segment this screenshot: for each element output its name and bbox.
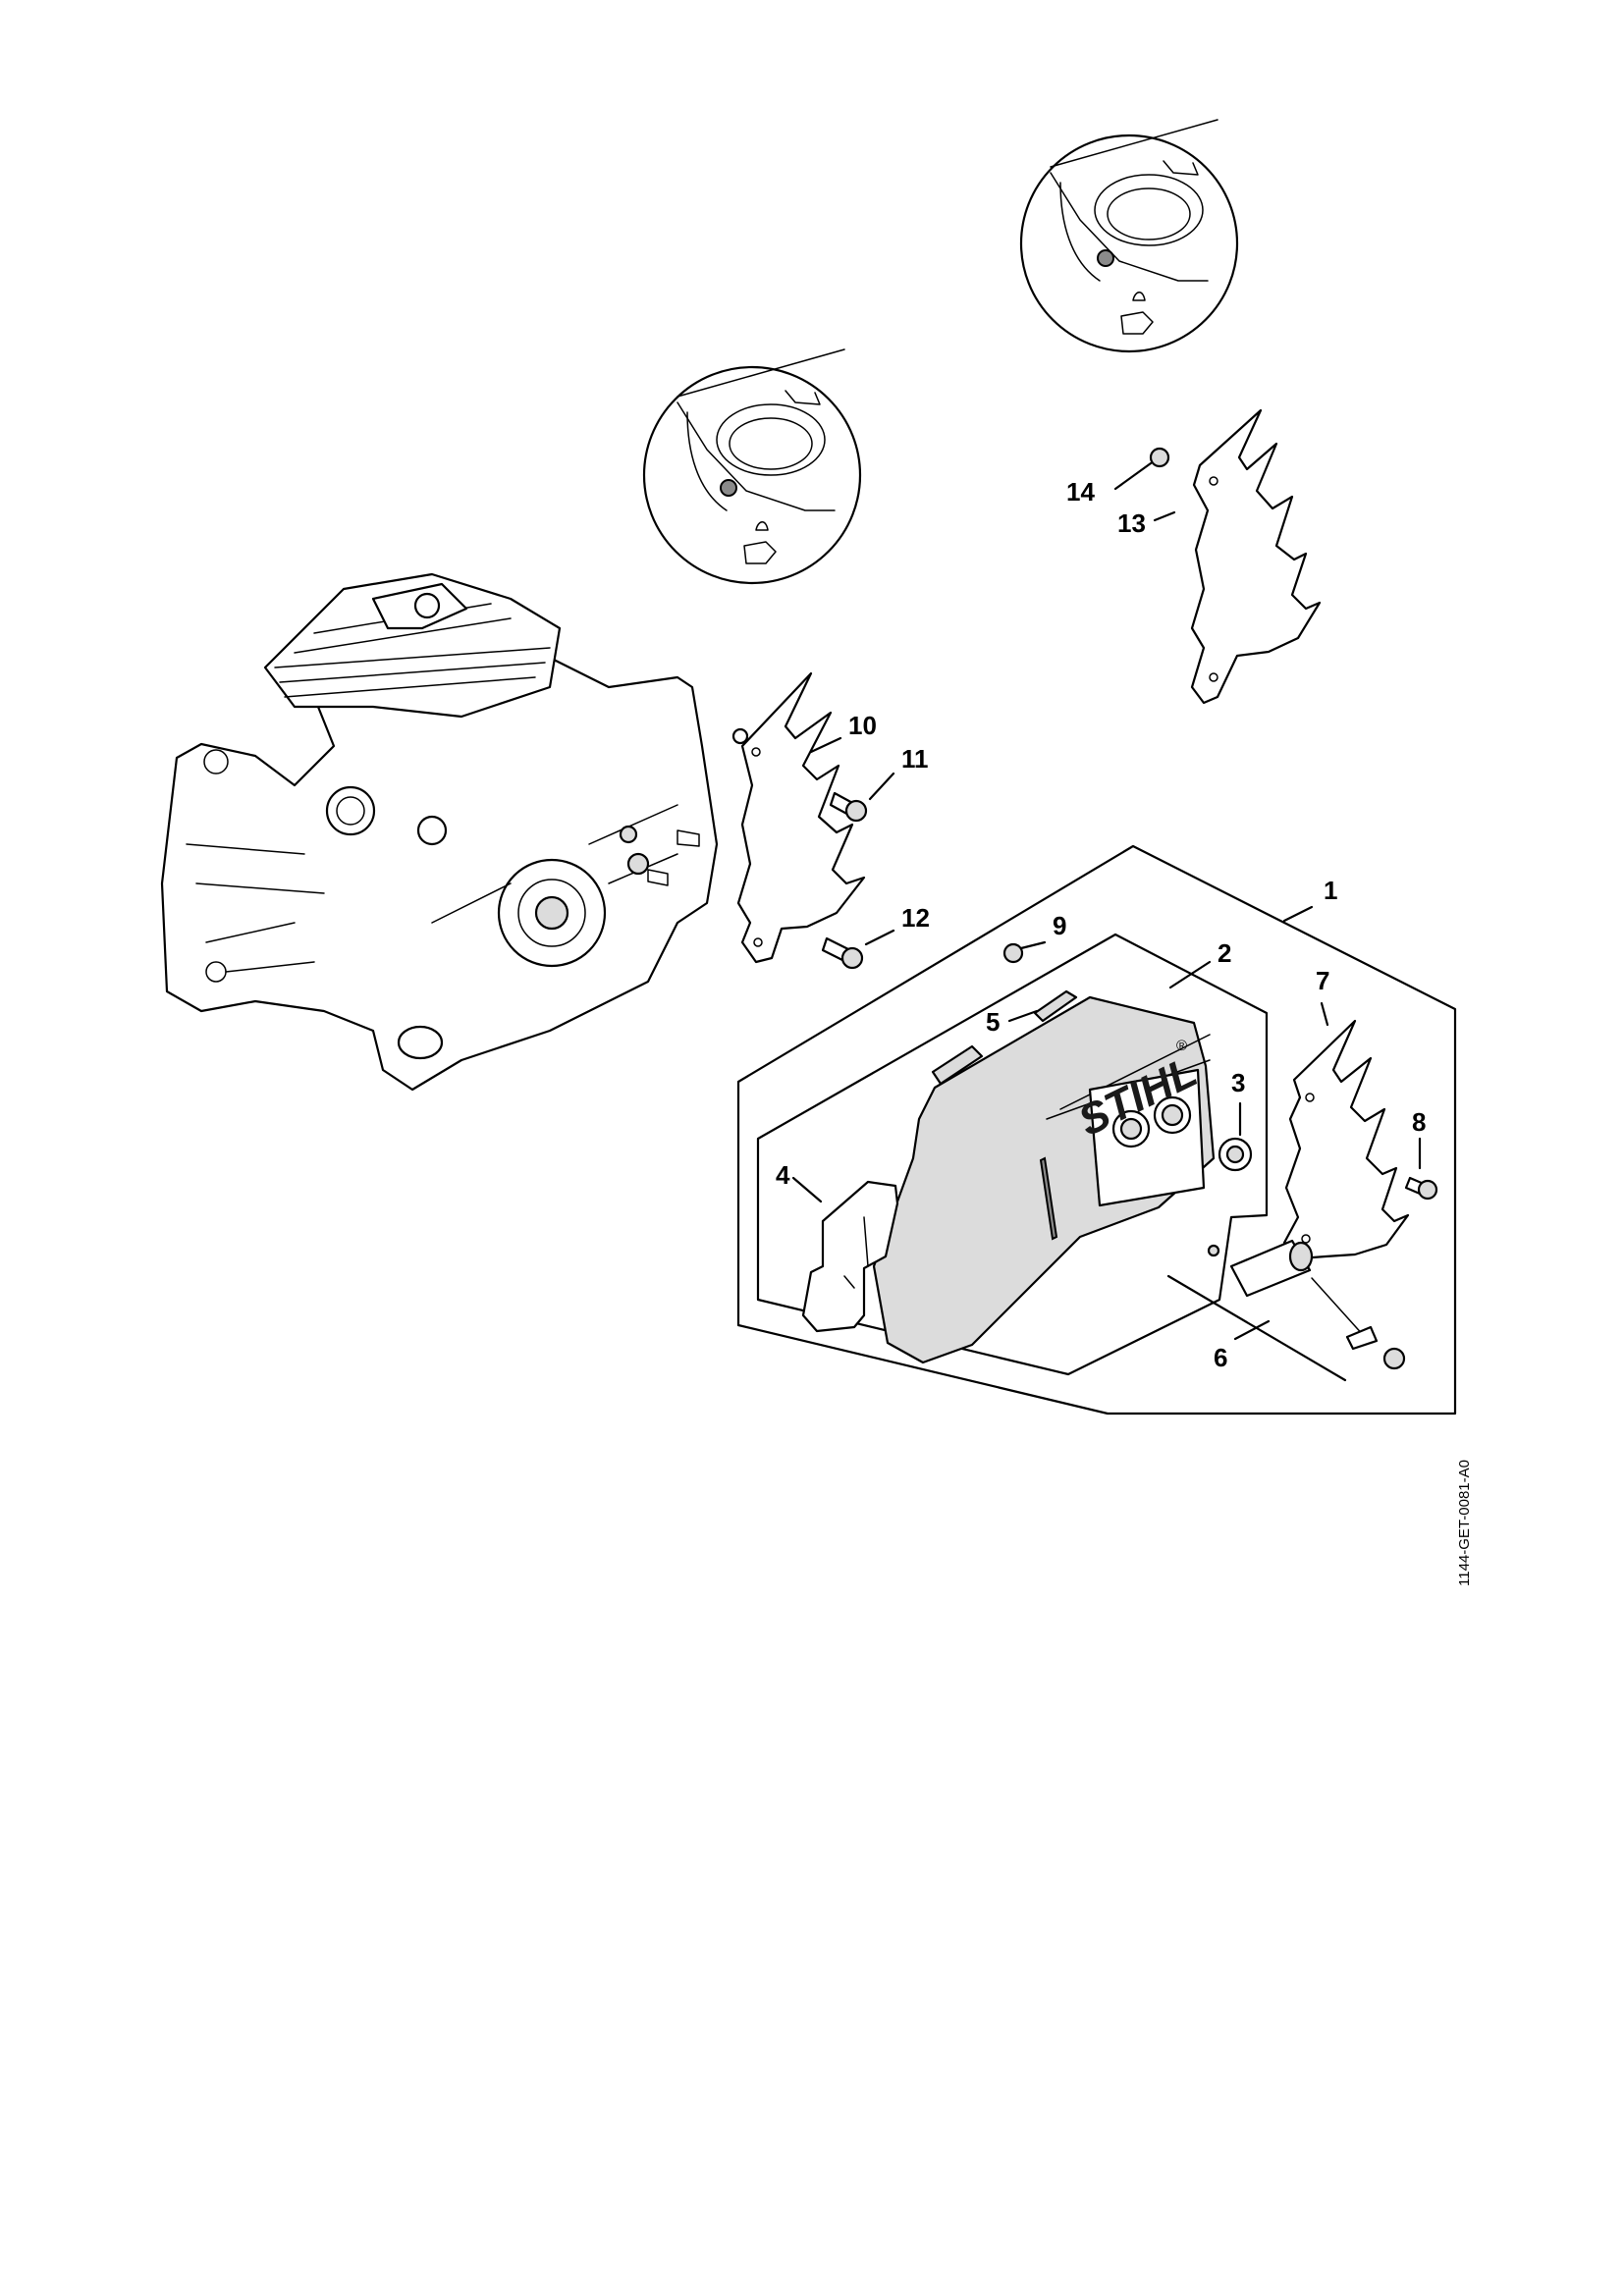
- bumper-spike-10: [731, 671, 866, 964]
- bumper-spike-7: [1282, 1019, 1410, 1260]
- sprocket-cover-2: STIHL ®: [872, 995, 1216, 1364]
- callout-10: 10: [848, 711, 877, 740]
- screw-11: [829, 791, 868, 823]
- nut-14: [1149, 447, 1170, 468]
- slide-plate-5: [931, 989, 1078, 1086]
- collar-nut-3: [1218, 1137, 1253, 1172]
- detail-circle-left: [642, 348, 862, 585]
- chain-tensioner-6: [1166, 1239, 1406, 1382]
- screw-12: [821, 936, 864, 970]
- drawing-reference-code: 1144-GET-0081-A0: [1456, 1460, 1473, 1586]
- engine-crankcase-assembly: [160, 572, 719, 1092]
- callout-14: 14: [1066, 477, 1095, 507]
- callout-4: 4: [776, 1160, 790, 1190]
- callout-13: 13: [1117, 508, 1146, 538]
- screw-8: [1404, 1176, 1438, 1201]
- bumper-spike-13: [1190, 408, 1322, 705]
- callout-8: 8: [1412, 1107, 1426, 1137]
- callout-11: 11: [901, 744, 929, 774]
- nut-9: [1002, 942, 1024, 964]
- part-1-outline: [736, 844, 1457, 1415]
- callout-1: 1: [1324, 876, 1337, 905]
- part-2-outline: [756, 933, 1269, 1376]
- callout-6: 6: [1214, 1343, 1227, 1372]
- callout-2: 2: [1218, 938, 1231, 968]
- callout-9: 9: [1053, 911, 1066, 940]
- leader-lines: [791, 461, 1422, 1341]
- callout-7: 7: [1316, 966, 1329, 995]
- side-plate-4: [801, 1180, 899, 1333]
- callout-labels: 1 2 3 4 5 6 7 8 9 10 11 12 13 14: [776, 477, 1426, 1372]
- callout-3: 3: [1231, 1068, 1245, 1097]
- callout-5: 5: [986, 1007, 1000, 1037]
- detail-circle-right: [1019, 119, 1239, 353]
- registered-mark-icon: ®: [1176, 1038, 1187, 1054]
- callout-12: 12: [901, 903, 930, 933]
